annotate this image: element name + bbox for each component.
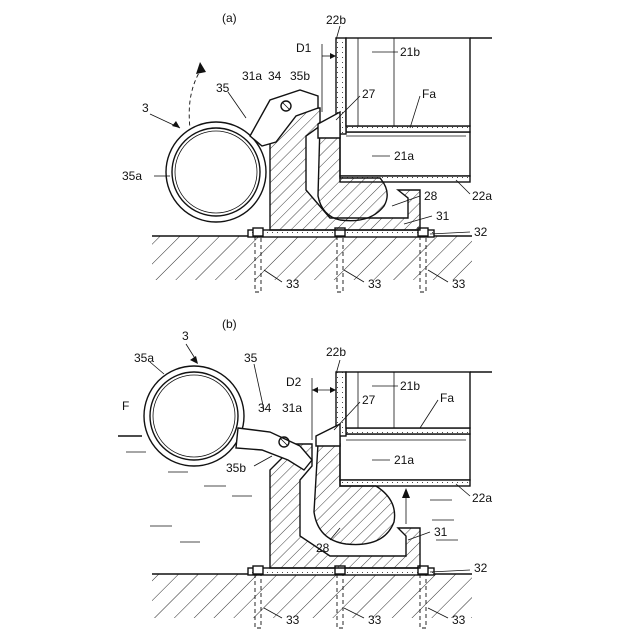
label-35-b: 35 <box>244 351 258 365</box>
label-35b-b: 35b <box>226 461 246 475</box>
d2-arrow-r <box>330 387 336 393</box>
bolt-head-b1 <box>253 566 263 574</box>
rise-arrow-head <box>402 488 410 498</box>
label-3-b: 3 <box>182 329 189 343</box>
panel-b: (b) 3 22b 35a 35 D2 21b F 34 31a 27 Fa 2… <box>118 317 492 628</box>
label-28-b: 28 <box>316 541 330 555</box>
ground-hatch-b <box>152 574 472 618</box>
label-33-1: 33 <box>286 277 300 291</box>
label-fa: Fa <box>422 87 436 101</box>
label-22b: 22b <box>326 13 346 27</box>
label-35b: 35b <box>290 69 310 83</box>
ground-hatch <box>152 236 472 280</box>
label-21b-b: 21b <box>400 379 420 393</box>
d1-arrow <box>330 53 336 59</box>
label-27: 27 <box>362 87 376 101</box>
label-34-b: 34 <box>258 401 272 415</box>
plate-22a-fill-b <box>340 480 470 486</box>
label-d2: D2 <box>286 375 302 389</box>
label-d1: D1 <box>296 41 312 55</box>
plate-fa-fill-b <box>346 428 470 434</box>
leader-32-b <box>430 570 470 572</box>
d2-arrow-l <box>312 387 318 393</box>
leader-35b-b <box>254 456 272 466</box>
leader-35 <box>228 92 246 118</box>
panel-title-b: (b) <box>222 317 237 331</box>
arm-35-b <box>236 428 312 470</box>
label-33-b3: 33 <box>452 613 466 627</box>
label-3: 3 <box>142 101 149 115</box>
label-33-2: 33 <box>368 277 382 291</box>
label-35: 35 <box>216 81 230 95</box>
label-22b-b: 22b <box>326 345 346 359</box>
label-fa-b: Fa <box>440 391 454 405</box>
pipe-liner <box>175 131 257 213</box>
pipe-inner-b <box>150 372 238 460</box>
label-32-b: 32 <box>474 561 488 575</box>
label-f: F <box>122 399 129 413</box>
label-33-b2: 33 <box>368 613 382 627</box>
bolt-head-1 <box>253 228 263 236</box>
pipe-inner <box>172 128 260 216</box>
label-21a-b: 21a <box>394 453 414 467</box>
pipe-outer-b <box>144 366 244 466</box>
label-34: 34 <box>268 69 282 83</box>
label-21b: 21b <box>400 45 420 59</box>
plate-fa-fill <box>346 126 470 132</box>
label-22a: 22a <box>472 189 492 203</box>
label-35a-b: 35a <box>134 351 154 365</box>
label-31-b: 31 <box>434 525 448 539</box>
label-27-b: 27 <box>362 393 376 407</box>
swing-arc <box>189 68 202 128</box>
pipe-liner-b <box>153 375 235 457</box>
seal-27 <box>318 112 340 138</box>
label-35a: 35a <box>122 169 142 183</box>
label-28: 28 <box>424 189 438 203</box>
swing-arrow-head <box>196 62 206 74</box>
panel-a: (a) 22b 21b D1 31a 34 35b 35 3 27 Fa 21a… <box>122 11 492 292</box>
label-33-b1: 33 <box>286 613 300 627</box>
label-31: 31 <box>436 209 450 223</box>
label-22a-b: 22a <box>472 491 492 505</box>
label-31a-b: 31a <box>282 401 302 415</box>
label-32: 32 <box>474 225 488 239</box>
label-21a: 21a <box>394 149 414 163</box>
panel-title: (a) <box>222 11 237 25</box>
label-33-3: 33 <box>452 277 466 291</box>
label-31a: 31a <box>242 69 262 83</box>
leader-32 <box>430 232 470 234</box>
